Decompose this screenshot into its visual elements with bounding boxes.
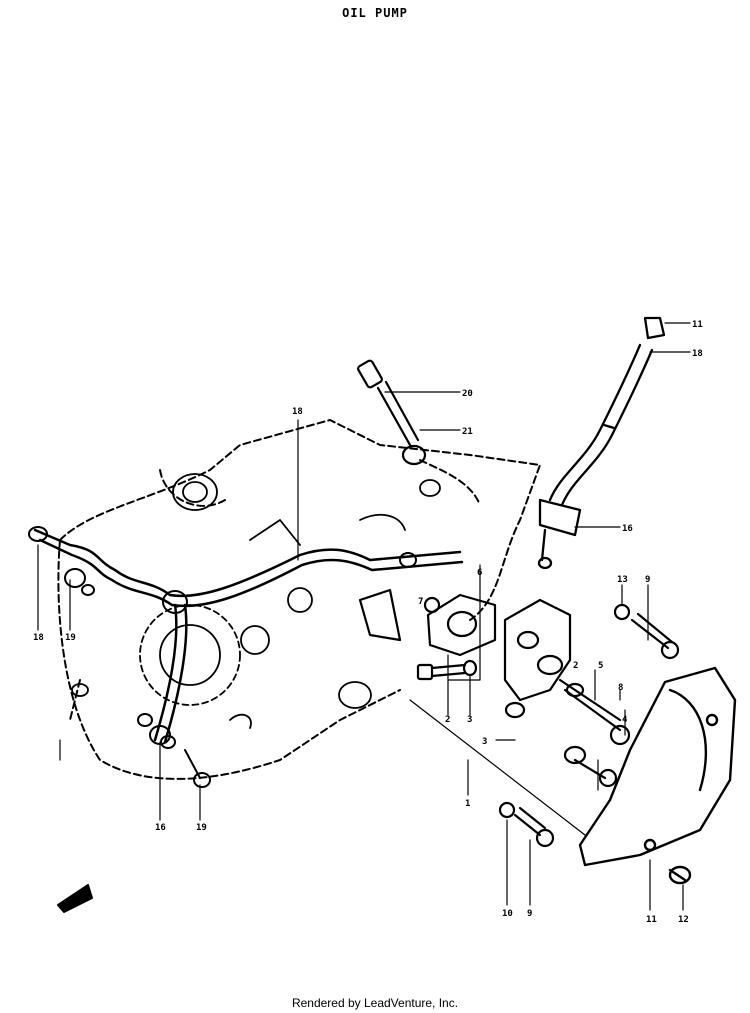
footer-credit: Rendered by LeadVenture, Inc. <box>291 996 459 1010</box>
callout-label: 2 <box>573 661 578 671</box>
pump-gasket <box>426 593 497 657</box>
callout-label: 9 <box>645 575 650 585</box>
callout-label: 18 <box>692 349 703 359</box>
callout-label: 1 <box>465 799 470 809</box>
callout-label: 8 <box>618 683 623 693</box>
callout-label: 3 <box>467 715 472 725</box>
callout-label: 7 <box>418 597 423 607</box>
direction-arrow <box>57 884 93 913</box>
diagram-title: OIL PUMP <box>342 6 408 20</box>
callout-numbers: 11 18 20 21 16 18 18 19 16 19 6 7 2 3 2 … <box>33 320 703 925</box>
pump-cover <box>578 666 737 885</box>
main-oil-pipe <box>33 528 464 744</box>
upper-right-hose <box>537 316 666 570</box>
crankcase-outline <box>57 419 541 780</box>
callout-label: 5 <box>598 661 603 671</box>
callout-label: 18 <box>292 407 303 417</box>
callout-label: 16 <box>155 823 166 833</box>
bottom-bolts <box>498 801 555 848</box>
banjo-fittings <box>28 526 417 788</box>
callout-label: 16 <box>622 524 633 534</box>
callout-label: 13 <box>617 575 628 585</box>
callout-label: 21 <box>462 427 473 437</box>
callout-label: 19 <box>65 633 76 643</box>
callout-label: 19 <box>196 823 207 833</box>
callout-label: 2 <box>445 715 450 725</box>
callout-label: 11 <box>646 915 657 925</box>
callout-label: 10 <box>502 909 513 919</box>
crankcase-details <box>71 473 441 729</box>
callout-label: 20 <box>462 389 473 399</box>
right-bolt <box>613 603 680 660</box>
oil-pump-body <box>503 598 631 788</box>
callout-label: 18 <box>33 633 44 643</box>
callout-label: 4 <box>622 715 628 725</box>
callout-label: 3 <box>482 737 487 747</box>
callout-label: 6 <box>477 568 482 578</box>
callout-label: 9 <box>527 909 532 919</box>
callout-label: 12 <box>678 915 689 925</box>
callout-label: 11 <box>692 320 703 330</box>
leader-lines <box>37 322 691 911</box>
